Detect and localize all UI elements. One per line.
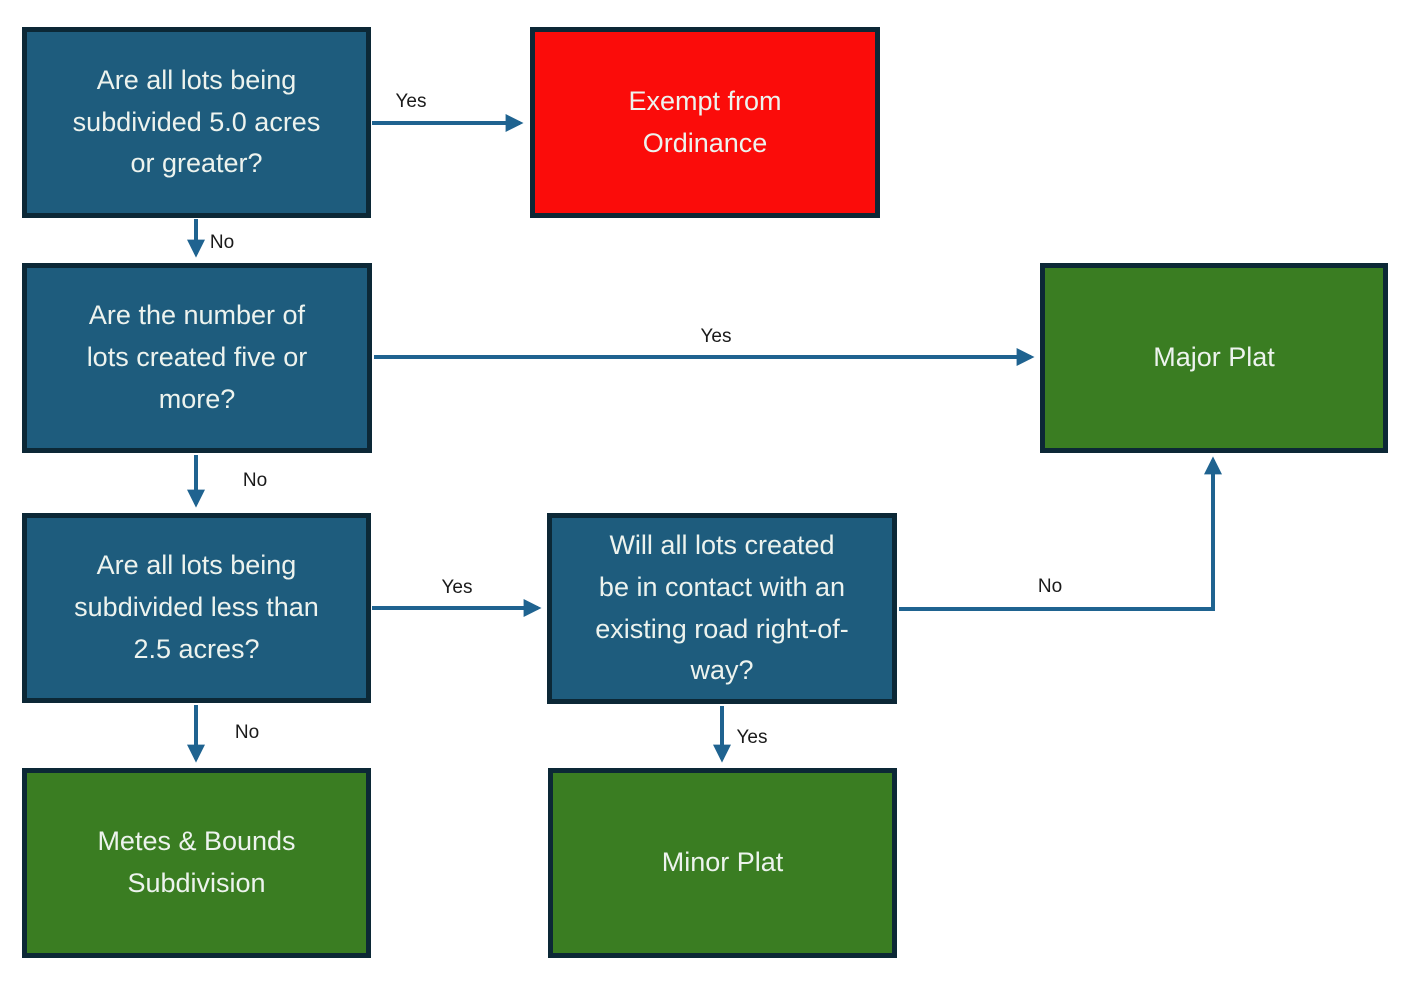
edge-label-q1-yes: Yes bbox=[395, 91, 427, 112]
decision-lots-5-acres-or-greater-text: Are all lots being subdivided 5.0 acres … bbox=[72, 64, 321, 179]
edge-q4-no-to-major-plat bbox=[899, 456, 1222, 611]
decision-five-or-more-lots: Are the number of lots created five or m… bbox=[22, 263, 372, 453]
decision-lots-5-acres-or-greater: Are all lots being subdivided 5.0 acres … bbox=[22, 27, 371, 218]
edge-label-q4-yes: Yes bbox=[736, 727, 768, 748]
decision-road-right-of-way-contact-text: Will all lots created be in contact with… bbox=[595, 529, 849, 686]
outcome-major-plat-text: Major Plat bbox=[1153, 342, 1275, 373]
decision-road-right-of-way-contact: Will all lots created be in contact with… bbox=[547, 513, 897, 704]
edge-label-q2-no: No bbox=[242, 470, 268, 491]
outcome-metes-and-bounds-subdivision-text: Metes & Bounds Subdivision bbox=[97, 826, 296, 898]
outcome-major-plat: Major Plat bbox=[1040, 263, 1388, 453]
outcome-exempt-from-ordinance: Exempt from Ordinance bbox=[530, 27, 880, 218]
edge-label-q3-no: No bbox=[234, 722, 260, 743]
decision-lots-less-than-2-5-acres-text: Are all lots being subdivided less than … bbox=[74, 550, 319, 664]
outcome-metes-and-bounds-subdivision: Metes & Bounds Subdivision bbox=[22, 768, 371, 958]
outcome-exempt-from-ordinance-text: Exempt from Ordinance bbox=[628, 85, 782, 158]
outcome-minor-plat-text: Minor Plat bbox=[661, 847, 784, 878]
decision-lots-less-than-2-5-acres: Are all lots being subdivided less than … bbox=[22, 513, 371, 703]
edge-label-q4-no: No bbox=[1037, 576, 1063, 597]
decision-five-or-more-lots-text: Are the number of lots created five or m… bbox=[86, 300, 308, 414]
outcome-minor-plat: Minor Plat bbox=[548, 768, 897, 958]
edge-label-q3-yes: Yes bbox=[441, 577, 473, 598]
edge-label-q1-no: No bbox=[209, 232, 235, 253]
edge-label-q2-yes: Yes bbox=[700, 326, 732, 347]
